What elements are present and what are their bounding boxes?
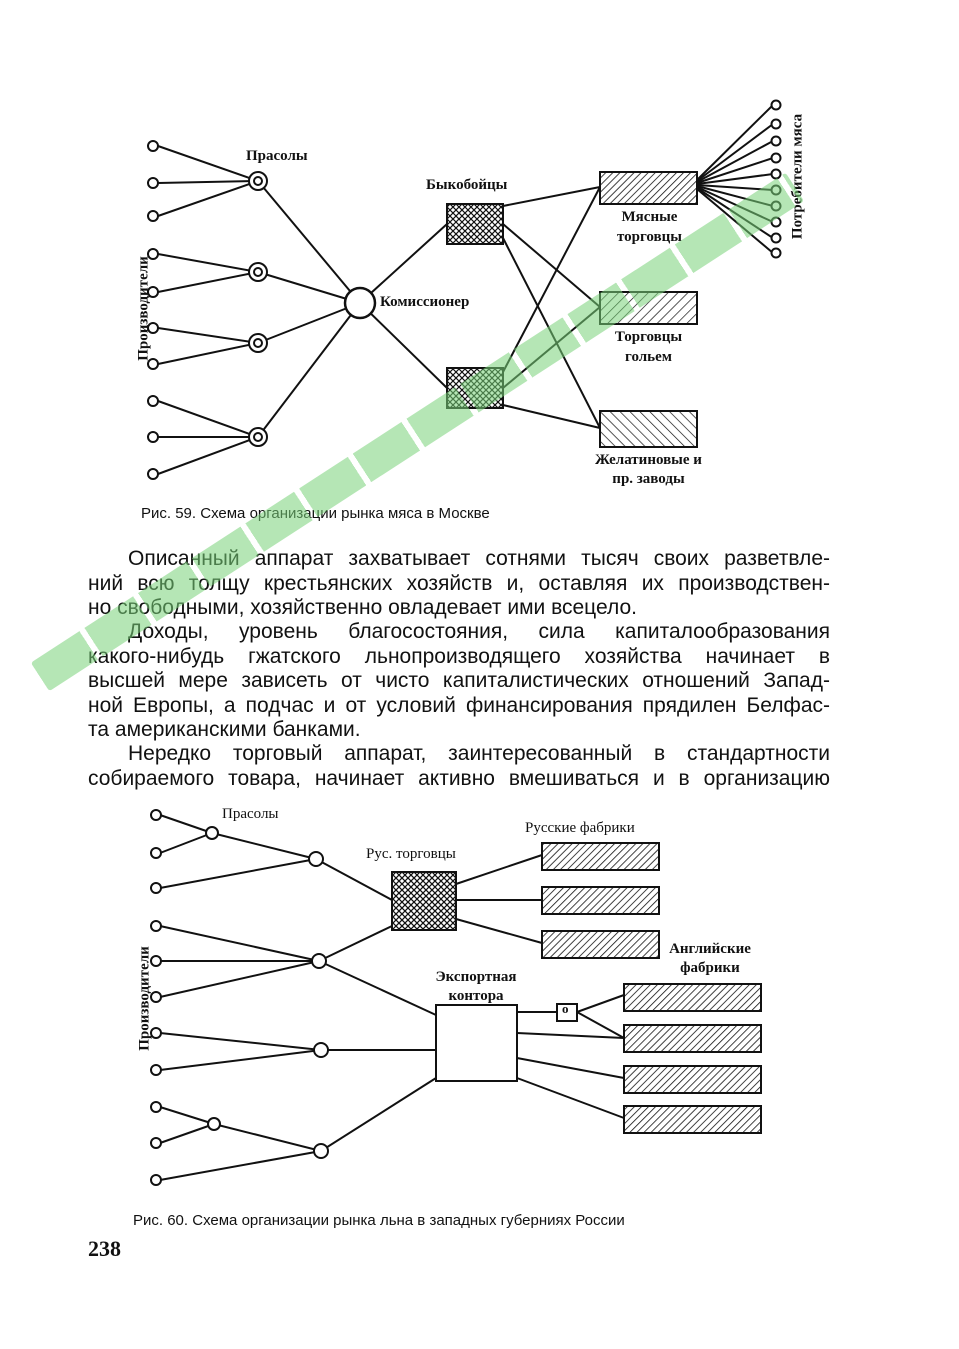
prasoly-label: Прасолы bbox=[222, 806, 279, 822]
producer-node bbox=[147, 210, 159, 222]
export-office-label: Экспортная контора bbox=[420, 968, 532, 1006]
consumer-node bbox=[770, 247, 782, 259]
consumer-node bbox=[770, 232, 782, 244]
bykoboitsy-box bbox=[446, 203, 504, 245]
paragraph-2: Доходы, уровень благосостояния, сила кап… bbox=[88, 620, 830, 743]
consumer-node bbox=[770, 118, 782, 130]
paragraph-2-line: высшей мере зависеть от чисто капиталист… bbox=[88, 669, 830, 692]
english-factory-box bbox=[623, 983, 762, 1012]
english-factory-box bbox=[623, 1024, 762, 1053]
rus-traders-label: Рус. торговцы bbox=[366, 846, 456, 862]
small-box-label: о bbox=[562, 1001, 569, 1016]
producer-node bbox=[150, 920, 162, 932]
paragraph-2-line: Доходы, уровень благосостояния, сила кап… bbox=[128, 620, 830, 643]
prasol-node bbox=[207, 1117, 221, 1131]
figure-59: Производители Прасолы Быкобойцы Комиссио… bbox=[0, 0, 959, 530]
gelatin-label-1: Желатиновые и bbox=[595, 452, 702, 468]
producer-node bbox=[150, 955, 162, 967]
english-factory-box bbox=[623, 1065, 762, 1094]
prasol-node bbox=[313, 1042, 329, 1058]
paragraph-1-line: Описанный аппарат захватывает сотнями ты… bbox=[128, 547, 830, 570]
export-office-label-2: контора bbox=[448, 988, 504, 1004]
page-number: 238 bbox=[88, 1236, 121, 1261]
producers-label: Производители bbox=[136, 946, 153, 1051]
english-factories-label-2: фабрики bbox=[680, 960, 740, 976]
paragraph-1-line: но свободными, хозяйственно овладевает и… bbox=[88, 596, 637, 619]
small-box bbox=[556, 1003, 578, 1022]
producer-node bbox=[150, 991, 162, 1003]
producer-node bbox=[147, 431, 159, 443]
prasoly-label: Прасолы bbox=[246, 148, 308, 164]
producer-node bbox=[150, 882, 162, 894]
producer-node bbox=[147, 177, 159, 189]
russian-factories-label: Русские фабрики bbox=[525, 820, 635, 836]
prasol-node bbox=[311, 953, 327, 969]
paragraph-3-line: собираемого товара, начинает активно вме… bbox=[88, 766, 830, 790]
prasol-node bbox=[308, 851, 324, 867]
consumer-node bbox=[770, 135, 782, 147]
producer-node bbox=[150, 809, 162, 821]
meat-traders-label-1: Мясные bbox=[621, 209, 678, 225]
gelatin-box bbox=[599, 410, 698, 448]
meat-traders-label-2: торговцы bbox=[616, 229, 683, 245]
export-office-label-1: Экспортная bbox=[435, 969, 517, 985]
paragraph-2-line: ной Европы, а подчас и от условий финанс… bbox=[88, 693, 830, 717]
prasol-node bbox=[313, 1143, 329, 1159]
export-office-box bbox=[435, 1004, 518, 1082]
producer-node bbox=[147, 395, 159, 407]
consumer-node bbox=[770, 99, 782, 111]
english-factories-label: Английские фабрики bbox=[660, 940, 760, 978]
producers-label: Производители bbox=[135, 256, 152, 361]
paragraph-2-line: та американскими банками. bbox=[88, 718, 361, 741]
english-factories-label-1: Английские bbox=[669, 941, 751, 957]
paragraph-3: Нередко торговый аппарат, заинтересованн… bbox=[88, 742, 830, 791]
paragraph-3-line: Нередко торговый аппарат, заинтересованн… bbox=[128, 742, 830, 765]
russian-factory-box bbox=[541, 930, 660, 959]
producer-node bbox=[147, 322, 159, 334]
prasol-node bbox=[205, 826, 219, 840]
producer-node bbox=[150, 1064, 162, 1076]
producer-node bbox=[147, 140, 159, 152]
commissioner-label: Комиссионер bbox=[380, 294, 470, 310]
russian-factory-box bbox=[541, 842, 660, 871]
producer-node bbox=[147, 358, 159, 370]
producer-node bbox=[147, 468, 159, 480]
gelatin-label-2: пр. заводы bbox=[612, 471, 685, 487]
golem-traders-label: Торговцы гольем bbox=[600, 327, 697, 367]
russian-factory-box bbox=[541, 886, 660, 915]
golem-traders-label-2: гольем bbox=[625, 349, 672, 365]
figure-60-diagram bbox=[150, 809, 762, 1186]
producer-node bbox=[150, 1137, 162, 1149]
english-factory-box bbox=[623, 1105, 762, 1134]
gelatin-label: Желатиновые и пр. заводы bbox=[585, 451, 712, 489]
figure-60: Производители Прасолы Рус. торговцы Русс… bbox=[0, 800, 959, 1240]
paragraph-1-line: ний всю толщу крестьянских хозяйств и, о… bbox=[88, 571, 830, 595]
paragraph-2-line: какого-нибудь гжатского льнопроизводящег… bbox=[88, 644, 830, 668]
producer-node bbox=[147, 286, 159, 298]
commissioner-node bbox=[343, 286, 377, 320]
rus-traders-box bbox=[391, 871, 457, 931]
meat-traders-box bbox=[599, 171, 698, 205]
figure-60-caption: Рис. 60. Схема организации рынка льна в … bbox=[133, 1212, 625, 1229]
paragraph-1: Описанный аппарат захватывает сотнями ты… bbox=[88, 547, 830, 621]
producer-node bbox=[150, 1101, 162, 1113]
consumer-node bbox=[770, 152, 782, 164]
golem-traders-label-1: Торговцы bbox=[614, 329, 683, 345]
bykoboitsy-label: Быкобойцы bbox=[426, 177, 508, 193]
producer-node bbox=[150, 1027, 162, 1039]
consumers-label: Потребители мяса bbox=[789, 113, 806, 240]
meat-traders-label: Мясные торговцы bbox=[602, 207, 697, 247]
producer-node bbox=[147, 248, 159, 260]
producer-node bbox=[150, 1174, 162, 1186]
producer-node bbox=[150, 847, 162, 859]
